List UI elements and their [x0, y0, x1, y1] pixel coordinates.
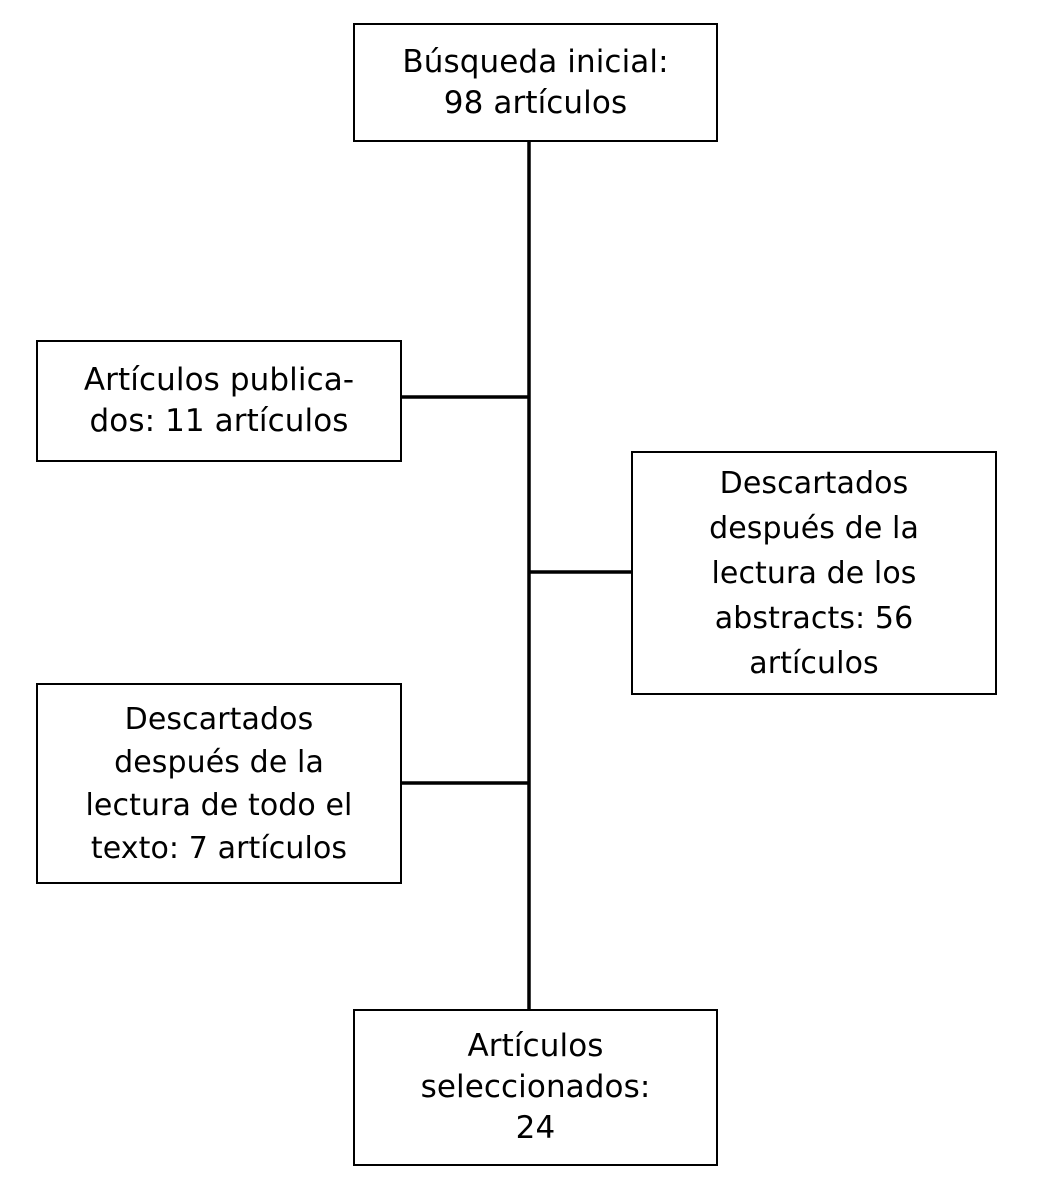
node-discarded-after-abstracts-label: Descartados después de la lectura de los… [709, 465, 919, 681]
node-discarded-after-abstracts: Descartados después de la lectura de los… [631, 451, 997, 695]
node-discarded-after-fulltext: Descartados después de la lectura de tod… [36, 683, 402, 884]
node-selected-articles: Artículos seleccionados: 24 [353, 1009, 718, 1166]
node-initial-search: Búsqueda inicial: 98 artículos [353, 23, 718, 142]
node-discarded-after-fulltext-label: Descartados después de la lectura de tod… [85, 701, 353, 866]
node-selected-articles-label: Artículos seleccionados: 24 [420, 1028, 651, 1146]
node-published-articles-label: Artículos publica- dos: 11 artículos [83, 362, 355, 439]
node-initial-search-label: Búsqueda inicial: 98 artículos [402, 43, 669, 121]
node-published-articles: Artículos publica- dos: 11 artículos [36, 340, 402, 462]
